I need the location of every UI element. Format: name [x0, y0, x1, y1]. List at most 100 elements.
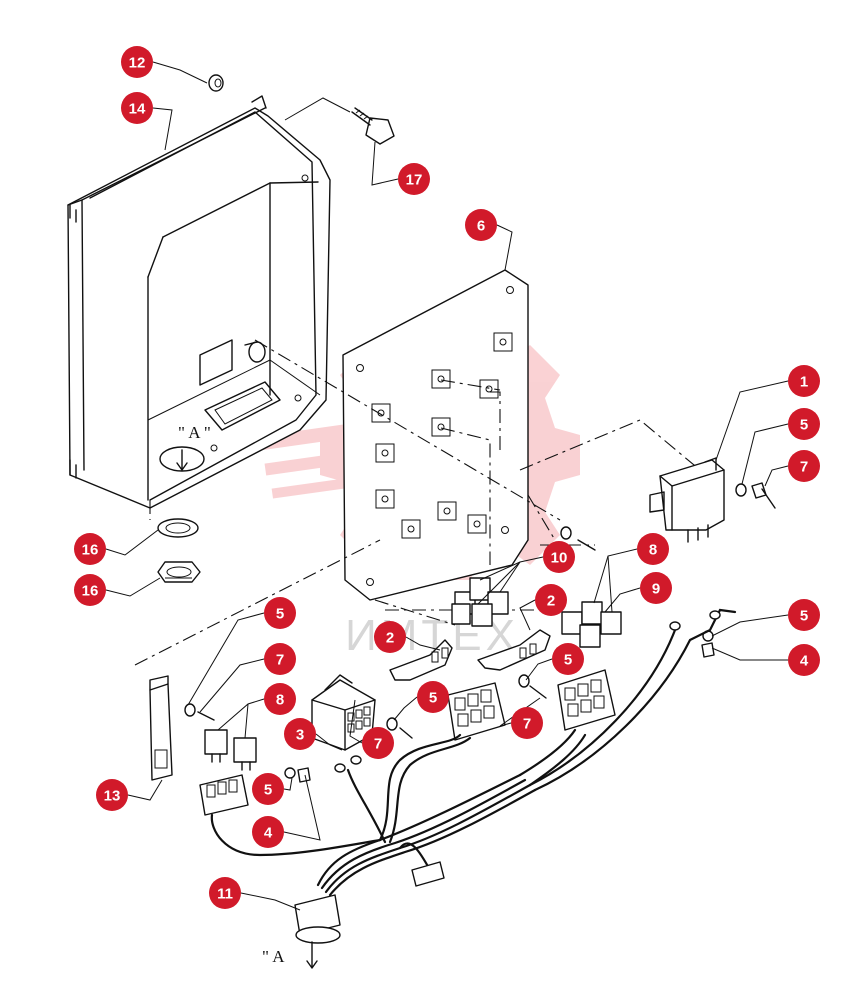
harness-arrow [306, 941, 318, 969]
callout-6: 6 [465, 209, 497, 241]
view-label-box: " A " [178, 423, 211, 442]
callout-badge [96, 779, 128, 811]
callout-17: 17 [398, 163, 430, 195]
callout-4: 4 [252, 816, 284, 848]
callout-7: 7 [264, 643, 296, 675]
ring-terminals [334, 610, 721, 773]
callout-badge [362, 727, 394, 759]
relay-cluster-10 [451, 577, 509, 627]
callout-badge [121, 92, 153, 124]
callout-badge [511, 707, 543, 739]
view-label-harness: " A [262, 947, 285, 966]
relay-pair-8 [204, 729, 257, 771]
callout-badge [209, 877, 241, 909]
callout-16: 16 [74, 574, 106, 606]
callout-number: 5 [564, 652, 572, 669]
callout-badge [465, 209, 497, 241]
callout-badge [121, 46, 153, 78]
callout-badge [264, 597, 296, 629]
callout-14: 14 [121, 92, 153, 124]
callout-10: 10 [543, 541, 575, 573]
callout-1: 1 [788, 365, 820, 397]
washers-and-bolts [184, 630, 715, 783]
fuse-box-right [557, 669, 616, 731]
main-relay [649, 457, 725, 543]
callout-badge [252, 773, 284, 805]
callout-number: 7 [276, 652, 284, 669]
callout-number: 4 [264, 825, 273, 842]
harness-grommet [294, 894, 341, 944]
callout-11: 11 [209, 877, 241, 909]
gland-nut [157, 561, 201, 583]
callout-number: 14 [129, 101, 146, 118]
callout-number: 7 [374, 736, 382, 753]
strap-bracket [149, 675, 173, 781]
callout-5: 5 [788, 408, 820, 440]
knob-screw [351, 107, 395, 145]
callout-number: 17 [406, 172, 423, 189]
callout-number: 13 [104, 788, 121, 805]
callout-badge [543, 541, 575, 573]
callout-7: 7 [788, 450, 820, 482]
enclosure-box [67, 95, 331, 509]
gland-ring [157, 518, 199, 538]
callout-number: 8 [276, 692, 284, 709]
callout-5: 5 [417, 681, 449, 713]
callout-number: 6 [477, 218, 485, 235]
bracket-left [389, 639, 453, 681]
callout-badge [535, 584, 567, 616]
callout-badge [788, 644, 820, 676]
callout-number: 7 [800, 459, 808, 476]
callout-badge [788, 408, 820, 440]
callout-number: 2 [547, 593, 555, 610]
callout-badge [640, 572, 672, 604]
callout-2: 2 [374, 621, 406, 653]
callout-number: 7 [523, 716, 531, 733]
callout-5: 5 [264, 597, 296, 629]
callout-16: 16 [74, 533, 106, 565]
callout-number: 11 [217, 886, 233, 903]
callout-badge [74, 533, 106, 565]
bolt-plate [560, 526, 596, 551]
callout-number: 12 [129, 55, 146, 72]
callout-4: 4 [788, 644, 820, 676]
callout-badge [374, 621, 406, 653]
callout-7: 7 [511, 707, 543, 739]
callout-number: 9 [652, 581, 660, 598]
callout-3: 3 [284, 718, 316, 750]
callout-5: 5 [552, 643, 584, 675]
callout-badge [637, 533, 669, 565]
callout-number: 5 [276, 606, 284, 623]
callout-number: 4 [800, 653, 809, 670]
callout-number: 5 [800, 608, 808, 625]
harness-plug [411, 861, 445, 887]
cap-part [208, 74, 224, 92]
fuse-block-left [199, 774, 249, 816]
callout-2: 2 [535, 584, 567, 616]
callout-5: 5 [788, 599, 820, 631]
callout-number: 10 [551, 550, 568, 567]
washer-bolt-right [735, 482, 776, 509]
callout-5: 5 [252, 773, 284, 805]
callout-badge [74, 574, 106, 606]
fuse-box-center [447, 682, 506, 741]
callout-number: 8 [649, 542, 657, 559]
callout-badge [417, 681, 449, 713]
callout-badge [252, 816, 284, 848]
callout-number: 1 [800, 374, 808, 391]
callout-badge [264, 683, 296, 715]
callout-number: 5 [800, 417, 808, 434]
callout-number: 5 [429, 690, 437, 707]
callout-badge [788, 450, 820, 482]
leader-lines [105, 61, 789, 911]
callout-number: 16 [82, 542, 99, 559]
callout-badge [284, 718, 316, 750]
callout-7: 7 [362, 727, 394, 759]
wire-harness [210, 608, 737, 897]
callout-9: 9 [640, 572, 672, 604]
callout-badge [788, 365, 820, 397]
callout-badge [788, 599, 820, 631]
callout-12: 12 [121, 46, 153, 78]
callout-number: 5 [264, 782, 272, 799]
